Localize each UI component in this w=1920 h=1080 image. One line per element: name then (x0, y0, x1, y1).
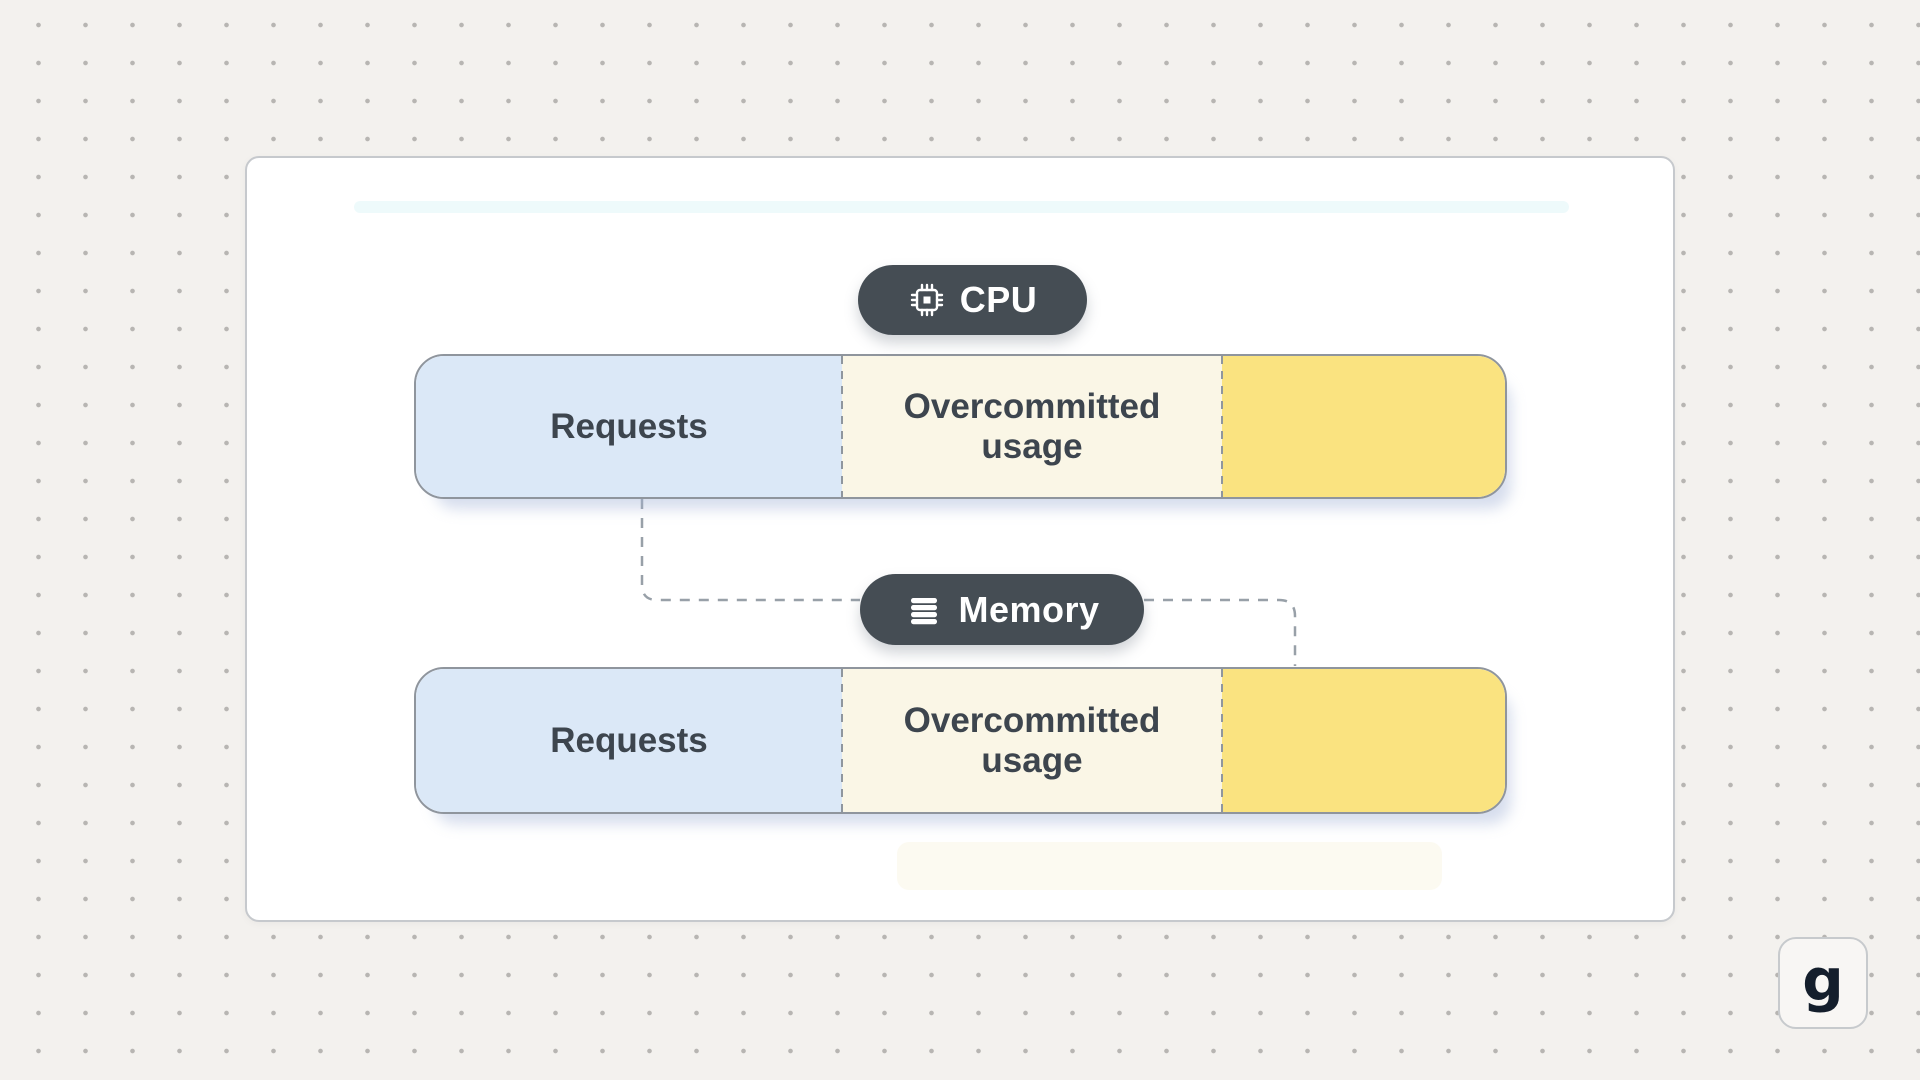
brand-logo-badge: g (1778, 937, 1868, 1029)
faded-highlight-strip-bottom (897, 842, 1442, 890)
cpu-overcommitted-segment: Overcommitted usage (841, 356, 1222, 497)
chip-icon (908, 281, 946, 319)
brand-logo-letter: g (1802, 946, 1844, 1014)
diagram-card: CPU Requests Overcommitted usage M (245, 156, 1675, 922)
connector-requests-to-memory (640, 499, 860, 602)
segment-divider (1221, 356, 1223, 497)
memory-badge: Memory (860, 574, 1144, 645)
connector-memory-to-unused (1144, 598, 1297, 666)
memory-requests-segment: Requests (416, 669, 842, 812)
memory-stack-icon (904, 590, 944, 630)
cpu-overcommitted-label: Overcommitted usage (903, 387, 1161, 466)
memory-overcommitted-label: Overcommitted usage (903, 701, 1161, 780)
cpu-badge-label: CPU (959, 279, 1038, 320)
memory-requests-label: Requests (550, 720, 708, 760)
memory-badge-label: Memory (958, 588, 1100, 630)
segment-divider (1221, 669, 1223, 812)
segment-divider (841, 669, 843, 812)
memory-resource-bar: Requests Overcommitted usage (414, 667, 1507, 814)
segment-divider (841, 356, 843, 497)
cpu-requests-segment: Requests (416, 356, 842, 497)
faded-highlight-strip-top (354, 201, 1569, 213)
cpu-unused-segment (1221, 356, 1505, 497)
cpu-badge: CPU (858, 265, 1087, 335)
memory-unused-segment (1221, 669, 1505, 812)
dashed-connector-lines (640, 499, 1297, 666)
memory-overcommitted-segment: Overcommitted usage (841, 669, 1222, 812)
cpu-resource-bar: Requests Overcommitted usage (414, 354, 1507, 499)
cpu-requests-label: Requests (550, 406, 708, 446)
